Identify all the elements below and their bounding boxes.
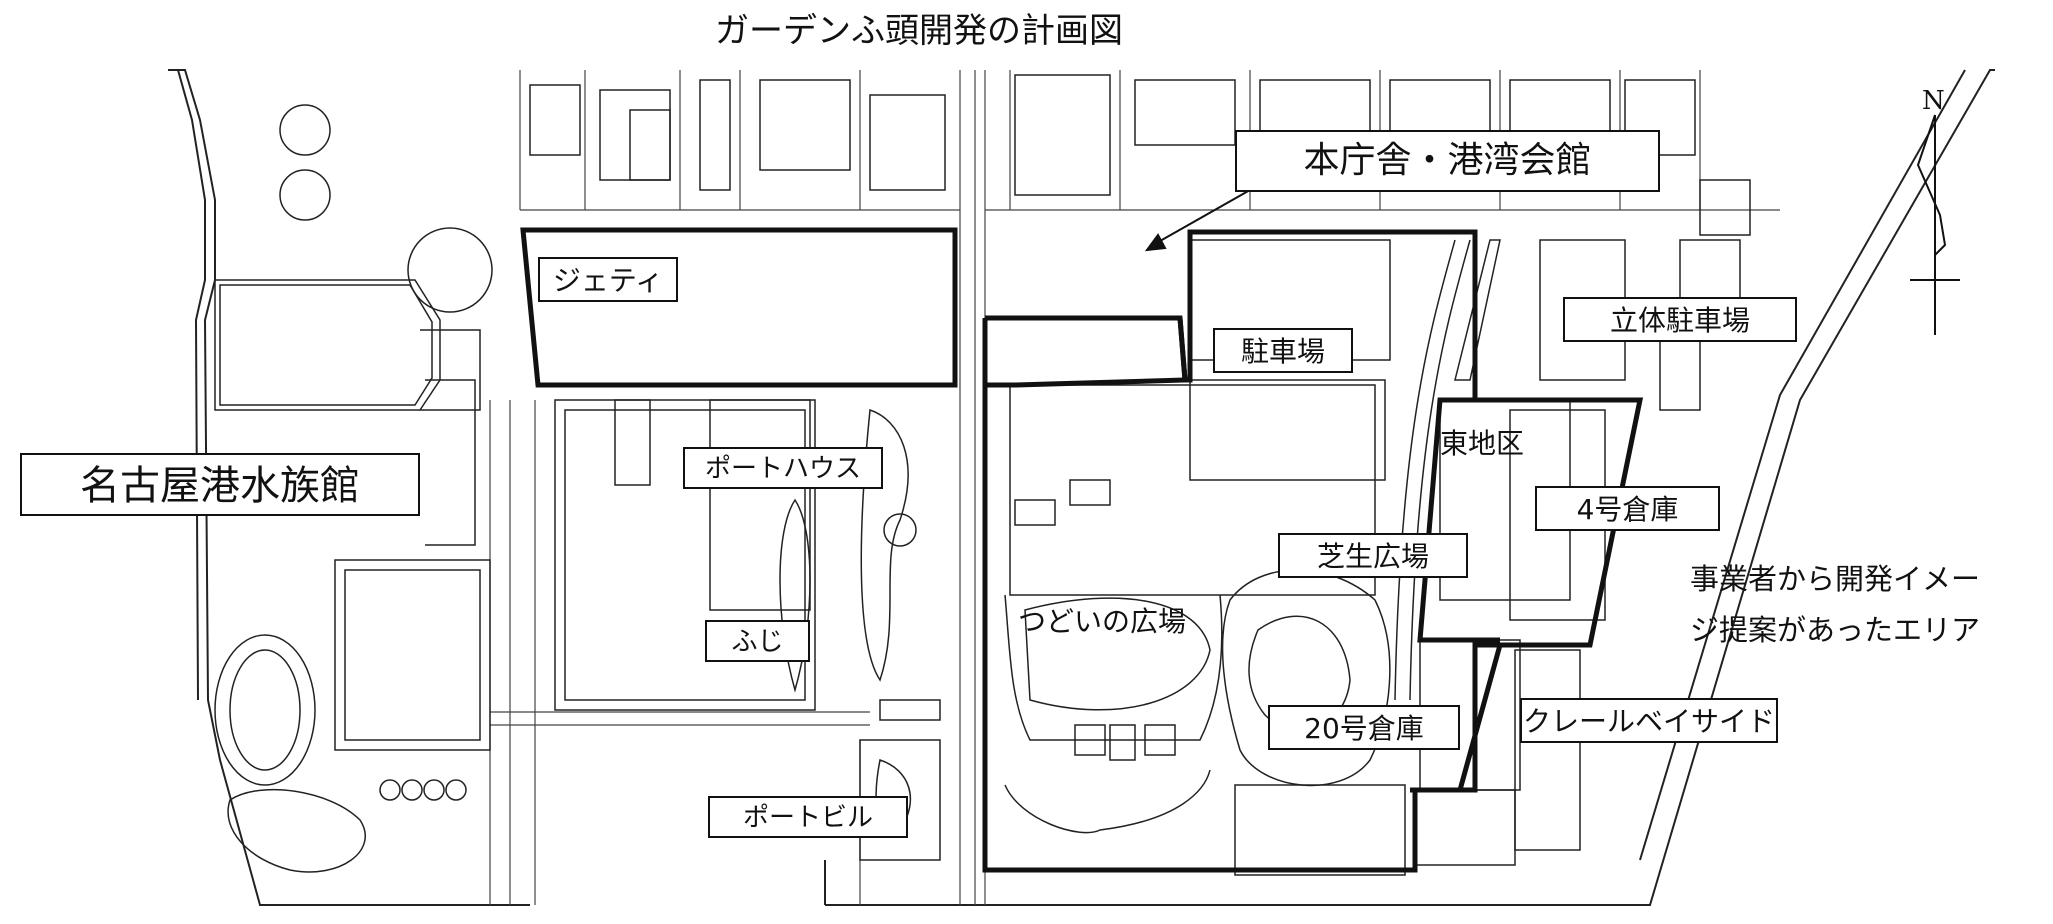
road-network — [489, 70, 1780, 905]
label-port-house-text: ポートハウス — [704, 454, 861, 484]
note-line-2: ジ提案があったエリア — [1690, 613, 1981, 647]
label-main-building-text: 本庁舎・港湾会館 — [1303, 140, 1592, 181]
label-aquarium-text: 名古屋港水族館 — [80, 463, 360, 509]
label-parking: 駐車場 — [1213, 328, 1353, 373]
label-warehouse4: 4号倉庫 — [1535, 486, 1720, 531]
label-lawn-plaza-text: 芝生広場 — [1316, 540, 1429, 573]
label-crail-bayside-text: クレールベイサイド — [1522, 705, 1775, 738]
label-tsudoi-plaza: つどいの広場 — [1018, 605, 1187, 638]
label-east-district: 東地区 — [1440, 427, 1525, 460]
callout-arrow-icon — [1144, 189, 1251, 252]
label-lawn-plaza: 芝生広場 — [1278, 533, 1468, 578]
map-title: ガーデンふ頭開発の計画図 — [715, 11, 1123, 51]
label-multi-parking-text: 立体駐車場 — [1609, 304, 1750, 337]
label-jetty-text: ジェティ — [552, 264, 664, 297]
label-fuji-text: ふじ — [731, 627, 784, 657]
label-aquarium: 名古屋港水族館 — [20, 453, 420, 516]
label-fuji: ふじ — [705, 620, 810, 662]
label-warehouse20: 20号倉庫 — [1268, 705, 1460, 750]
development-boundaries — [520, 227, 1644, 873]
note-line-1: 事業者から開発イメー — [1690, 562, 1981, 596]
north-label: N — [1922, 86, 1945, 116]
label-multi-parking: 立体駐車場 — [1563, 297, 1797, 342]
label-warehouse20-text: 20号倉庫 — [1304, 712, 1424, 745]
label-port-building: ポートビル — [708, 796, 908, 838]
label-main-building: 本庁舎・港湾会館 — [1235, 130, 1660, 192]
north-arrow-icon — [1910, 114, 1960, 335]
label-jetty: ジェティ — [538, 257, 678, 302]
label-port-house: ポートハウス — [683, 447, 883, 489]
label-parking-text: 駐車場 — [1240, 335, 1325, 368]
label-port-building-text: ポートビル — [742, 803, 873, 833]
label-crail-bayside: クレールベイサイド — [1520, 698, 1778, 743]
label-warehouse4-text: 4号倉庫 — [1576, 493, 1679, 526]
